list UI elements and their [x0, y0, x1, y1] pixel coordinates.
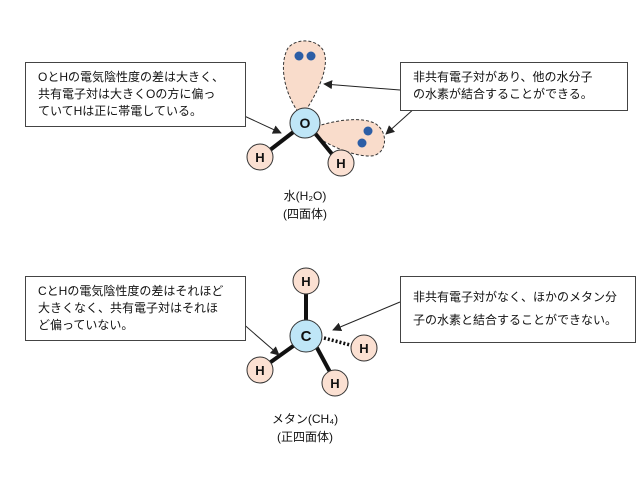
bond-line — [268, 128, 298, 152]
methane-note-right: 非共有電子対がなく、ほかのメタン分 子の水素と結合することができない。 — [400, 276, 636, 343]
lone-pair-lobe-upper — [282, 40, 326, 117]
note-line: CとHの電気陰性度の差はそれほど — [38, 284, 224, 298]
bond-line — [266, 342, 298, 366]
hydrogen-atom — [350, 334, 378, 362]
callout-arrow — [323, 80, 401, 91]
hydrogen-atom-label: H — [336, 156, 345, 171]
note-line: 非共有電子対があり、他の水分子 — [413, 70, 593, 84]
hydrogen-atom-label: H — [255, 363, 264, 378]
hydrogen-atom — [327, 149, 355, 177]
electron-dot — [306, 51, 316, 61]
water-shape: (四面体) — [283, 207, 327, 221]
water-caption: 水(H₂O) (四面体) — [245, 187, 365, 223]
note-line: ていてHは正に帯電している。 — [38, 104, 202, 118]
bond-line — [314, 345, 332, 373]
note-line: 非共有電子対がなく、ほかのメタン分 — [413, 290, 618, 304]
water-formula: 水(H₂O) — [283, 189, 327, 203]
carbon-atom — [289, 319, 323, 353]
hydrogen-atom — [292, 267, 320, 295]
callout-arrow — [332, 301, 401, 332]
note-line: の水素が結合することができる。 — [413, 87, 593, 101]
note-line: ど偏っていない。 — [38, 318, 134, 332]
methane-shape: (正四面体) — [277, 430, 333, 444]
oxygen-atom-label: O — [300, 115, 311, 131]
note-line: 大きくなく、共有電子対はそれほ — [38, 301, 219, 315]
methane-note-left: CとHの電気陰性度の差はそれほど 大きくなく、共有電子対はそれほ ど偏っていない… — [25, 276, 246, 341]
lone-pair-lobe-right — [311, 119, 385, 157]
methane-formula: メタン(CH₄) — [271, 412, 339, 426]
hydrogen-atom — [246, 143, 274, 171]
hydrogen-atom-label: H — [255, 150, 264, 165]
note-line: OとHの電気陰性度の差は大きく、 — [38, 70, 225, 84]
hydrogen-atom-label: H — [330, 376, 339, 391]
electron-dot — [294, 51, 304, 61]
electron-dot — [363, 126, 373, 136]
oxygen-atom — [289, 107, 321, 139]
bond-line — [312, 130, 334, 156]
note-line: 共有電子対は大きくOの方に偏っ — [38, 87, 216, 101]
callout-arrow — [385, 106, 417, 135]
water-note-right: 非共有電子対があり、他の水分子 の水素が結合することができる。 — [400, 62, 628, 111]
methane-caption: メタン(CH₄) (正四面体) — [245, 410, 365, 446]
hydrogen-atom-label: H — [359, 341, 368, 356]
carbon-atom-label: C — [301, 328, 312, 345]
hydrogen-atom-label: H — [301, 274, 310, 289]
water-note-left: OとHの電気陰性度の差は大きく、 共有電子対は大きくOの方に偏っ ていてHは正に… — [25, 62, 246, 127]
electron-dot — [357, 138, 367, 148]
hydrogen-atom — [321, 369, 349, 397]
hydrogen-atom — [246, 356, 274, 384]
note-line: 子の水素と結合することができない。 — [413, 313, 618, 327]
bond-line-dashed — [323, 336, 355, 348]
